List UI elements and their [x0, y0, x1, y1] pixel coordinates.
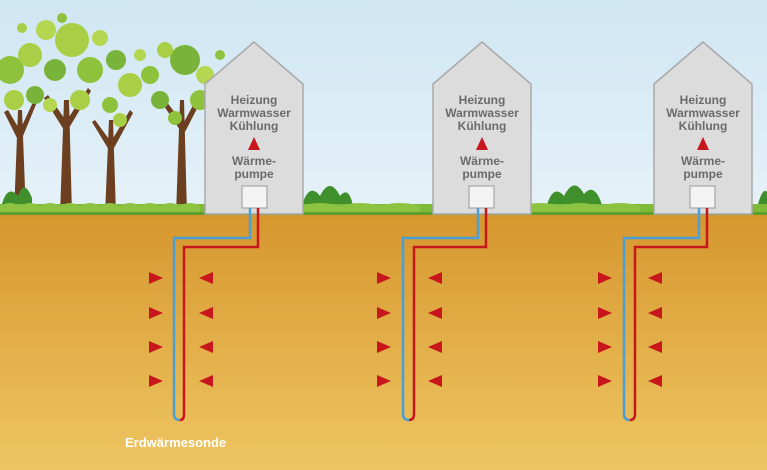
probe-1-hot-pipe: [179, 208, 260, 422]
house-1-label-heizung: Heizung: [231, 93, 278, 107]
heat-arrow-left-icon: [199, 307, 213, 319]
house-2-label-heizung: Heizung: [459, 93, 506, 107]
house-1: Heizung Warmwasser Kühlung Wärme- pumpe: [204, 41, 304, 215]
probe-2: [401, 208, 488, 422]
probe-3: [622, 208, 709, 422]
house-2: Heizung Warmwasser Kühlung Wärme- pumpe: [432, 41, 532, 215]
house-3: Heizung Warmwasser Kühlung Wärme- pumpe: [653, 41, 753, 215]
heat-arrow-right-icon: [598, 307, 612, 319]
house-1-up-arrow-icon: [248, 137, 260, 150]
heat-arrow-right-icon: [598, 341, 612, 353]
heat-arrow-left-icon: [648, 375, 662, 387]
house-3-heat-pump-box: [689, 185, 716, 209]
house-1-pump-label-2: pumpe: [234, 167, 274, 181]
heat-arrow-right-icon: [377, 375, 391, 387]
heat-arrow-left-icon: [199, 272, 213, 284]
house-2-pump-label-2: pumpe: [462, 167, 502, 181]
heat-arrow-left-icon: [648, 272, 662, 284]
house-2-label-warmwasser: Warmwasser: [445, 106, 519, 120]
probe-3-hot-pipe: [629, 208, 709, 422]
house-2-pump-label-1: Wärme-: [460, 154, 504, 168]
probe-caption: Erdwärmesonde: [125, 435, 226, 450]
probe-2-cold-pipe: [401, 208, 480, 422]
heat-arrow-right-icon: [598, 272, 612, 284]
heat-arrow-right-icon: [377, 341, 391, 353]
heat-arrow-left-icon: [428, 375, 442, 387]
grass: [0, 203, 767, 215]
house-2-up-arrow-icon: [476, 137, 488, 150]
house-3-pump-label-1: Wärme-: [681, 154, 725, 168]
probe-1: [172, 208, 260, 422]
heat-arrow-right-icon: [149, 375, 163, 387]
heat-arrow-left-icon: [648, 307, 662, 319]
house-3-label-heizung: Heizung: [680, 93, 727, 107]
heat-arrow-right-icon: [377, 272, 391, 284]
house-3-pump-label-2: pumpe: [683, 167, 723, 181]
heat-arrow-left-icon: [199, 341, 213, 353]
sky: [0, 0, 767, 215]
house-1-label-kuehlung: Kühlung: [230, 119, 279, 133]
house-1-body: [204, 41, 304, 215]
heat-arrow-left-icon: [428, 341, 442, 353]
house-1-heat-pump-box: [241, 185, 268, 209]
heat-arrows: [149, 272, 662, 387]
heat-arrow-right-icon: [377, 307, 391, 319]
probe-3-cold-pipe: [622, 208, 701, 422]
probe-2-hot-pipe: [408, 208, 488, 422]
house-2-label-kuehlung: Kühlung: [458, 119, 507, 133]
heat-arrow-right-icon: [149, 272, 163, 284]
heat-arrow-left-icon: [199, 375, 213, 387]
house-3-body: [653, 41, 753, 215]
heat-arrow-right-icon: [598, 375, 612, 387]
heat-arrow-left-icon: [648, 341, 662, 353]
heat-arrow-right-icon: [149, 307, 163, 319]
heat-arrow-right-icon: [149, 341, 163, 353]
heat-arrow-left-icon: [428, 272, 442, 284]
house-2-heat-pump-box: [468, 185, 495, 209]
house-3-label-warmwasser: Warmwasser: [666, 106, 740, 120]
house-1-pump-label-1: Wärme-: [232, 154, 276, 168]
soil: [0, 212, 767, 470]
house-3-up-arrow-icon: [697, 137, 709, 150]
trees: [0, 13, 225, 215]
house-3-label-kuehlung: Kühlung: [679, 119, 728, 133]
house-1-label-warmwasser: Warmwasser: [217, 106, 291, 120]
heat-arrow-left-icon: [428, 307, 442, 319]
probe-1-cold-pipe: [172, 208, 252, 422]
house-2-body: [432, 41, 532, 215]
